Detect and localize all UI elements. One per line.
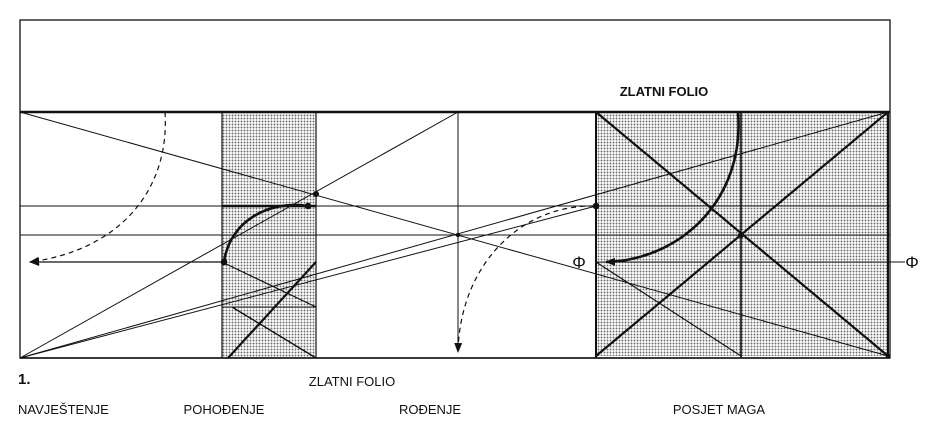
diagonal-up-long — [19, 111, 889, 359]
label-zlatni-folio-top: ZLATNI FOLIO — [620, 84, 709, 99]
pohodenje-cross-c — [231, 306, 317, 359]
point-rodenje-center — [455, 232, 461, 238]
point-magi-corner — [885, 353, 891, 359]
phi-symbol-right: Φ — [905, 253, 919, 272]
rodenje-dashed-arc — [454, 205, 595, 353]
phi-symbol-left: Φ — [572, 253, 586, 272]
diagonal-up-shallow — [19, 205, 597, 359]
point-pohodenje-top — [313, 191, 319, 197]
label-rodenje: ROĐENJE — [399, 402, 461, 417]
label-zlatni-folio-bottom: ZLATNI FOLIO — [309, 374, 395, 389]
figure-number: 1. — [18, 371, 31, 388]
label-pohodenje: POHOĐENJE — [184, 402, 265, 417]
magi-bold-arc — [605, 111, 740, 266]
pohodenje-cross-a — [221, 261, 317, 308]
point-magi-left — [592, 202, 600, 210]
diagonal-down-long — [19, 111, 889, 357]
magi-cross-c — [595, 261, 742, 357]
point-pohodenje-ledge — [304, 202, 312, 210]
label-navjestenje: NAVJEŠTENJE — [18, 402, 109, 417]
point-pohodenje-left — [220, 258, 228, 266]
navjestenje-dashed-arc — [29, 111, 166, 265]
label-posjet-maga: POSJET MAGA — [673, 402, 766, 417]
point-magi-center — [738, 232, 744, 238]
pohodenje-cross-b — [227, 261, 317, 359]
diagonal-up-short — [19, 111, 459, 359]
